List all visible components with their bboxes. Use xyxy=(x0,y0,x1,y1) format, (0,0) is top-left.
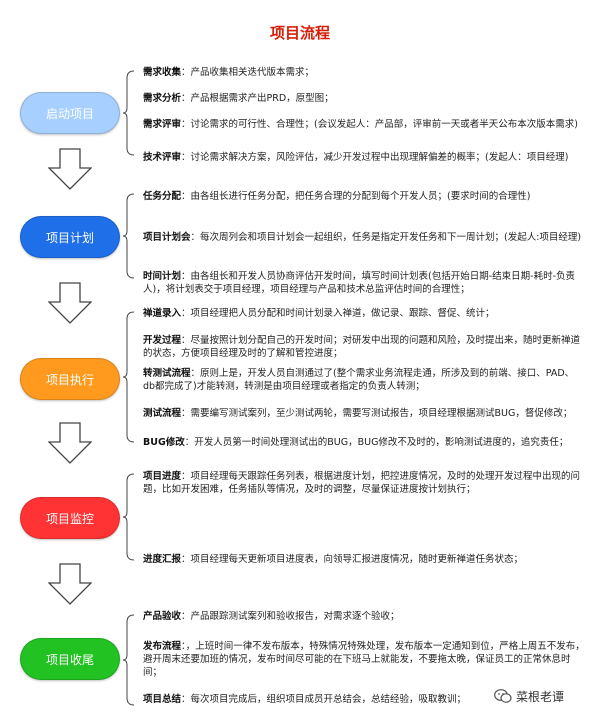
step-text: ：产品根据需求产出PRD，原型图； xyxy=(181,93,334,104)
step-text: ：项目经理每天跟踪任务列表，根据进度计划，把控进度情况，及时的处理开发过程中出现… xyxy=(143,471,581,495)
step-item: 产品验收：产品跟踪测试案列和验收报告，对需求逐个验收； xyxy=(143,610,585,623)
step-term: 发布流程 xyxy=(143,641,182,652)
step-text: ：，上班时间一律不发布版本，特殊情况特殊处理，发布版本一定通知到位，严格上周五不… xyxy=(143,641,585,678)
down-arrow-icon xyxy=(48,563,92,605)
down-arrow-icon xyxy=(48,422,92,464)
step-item: 测试流程：需要编写测试案列，至少测试两轮，需要写测试报告，项目经理根据测试BUG… xyxy=(143,407,585,420)
brace-connector xyxy=(123,614,135,706)
step-text: ：每次周列会和项目计划会一起组织，任务是指定开发任务和下一周计划；(发起人:项目… xyxy=(190,232,582,243)
stage-label: 项目监控 xyxy=(45,511,94,526)
step-text: ：原则上是，开发人员自测通过了(整个需求业务流程走通，所涉及到的前端、接口、PA… xyxy=(143,368,575,392)
step-text: ：讨论需求解决方案，风险评估，减少开发过程中出现理解偏差的概率；(发起人：项目经… xyxy=(181,152,569,163)
wechat-icon xyxy=(494,689,512,703)
step-text: ：每次项目完成后，组织项目成员开总结会，总结经验，吸取教训； xyxy=(181,694,467,705)
step-item: 项目进度：项目经理每天跟踪任务列表，根据进度计划，把控进度情况，及时的处理开发过… xyxy=(143,470,585,496)
step-text: ：讨论需求的可行性、合理性；(会议发起人：产品部，评审前一天或者半天公布本次版本… xyxy=(181,119,578,130)
stage-label: 项目执行 xyxy=(45,372,94,387)
step-term: 项目计划会 xyxy=(143,232,191,243)
step-term: 开发过程 xyxy=(143,335,182,346)
step-term: 项目进度 xyxy=(143,471,182,482)
step-item: BUG修改：开发人员第一时间处理测试出的BUG，BUG修改不及时的，影响测试进度… xyxy=(143,436,585,449)
step-term: 需求分析 xyxy=(143,93,182,104)
step-term: BUG修改 xyxy=(143,437,185,448)
step-text: ：项目经理每天更新项目进度表，向领导汇报进度情况，随时更新禅道任务状态； xyxy=(181,554,524,565)
step-text: ：项目经理把人员分配和时间计划录入禅道，做记录、跟踪、督促、统计； xyxy=(181,308,495,319)
down-arrow-icon xyxy=(48,282,92,324)
step-item: 进度汇报：项目经理每天更新项目进度表，向领导汇报进度情况，随时更新禅道任务状态； xyxy=(143,553,585,566)
stage-plan: 项目计划 xyxy=(20,216,120,258)
step-term: 时间计划 xyxy=(143,271,182,282)
step-item: 需求收集：产品收集相关迭代版本需求； xyxy=(143,66,585,79)
step-term: 项目总结 xyxy=(143,694,182,705)
brace-connector xyxy=(123,311,135,443)
page-title: 项目流程 xyxy=(269,24,330,42)
step-item: 任务分配：由各组长进行任务分配，把任务合理的分配到每个开发人员；(要求时间的合理… xyxy=(143,190,585,203)
step-item: 发布流程：，上班时间一律不发布版本，特殊情况特殊处理，发布版本一定通知到位，严格… xyxy=(143,640,585,679)
step-item: 开发过程：尽量按照计划分配自己的开发时间；对研发中出现的问题和风险，及时提出来，… xyxy=(143,334,585,360)
step-text: ：需要编写测试案列，至少测试两轮，需要写测试报告，项目经理根据测试BUG，督促修… xyxy=(181,408,573,419)
step-item: 转测试流程：原则上是，开发人员自测通过了(整个需求业务流程走通，所涉及到的前端、… xyxy=(143,367,585,393)
watermark-text: 菜根老谭 xyxy=(516,689,565,704)
down-arrow-icon xyxy=(48,148,92,190)
step-term: 需求收集 xyxy=(143,67,182,78)
step-term: 任务分配 xyxy=(143,191,182,202)
step-item: 项目计划会：每次周列会和项目计划会一起组织，任务是指定开发任务和下一周计划；(发… xyxy=(143,231,585,244)
step-item: 技术评审：讨论需求解决方案，风险评估，减少开发过程中出现理解偏差的概率；(发起人… xyxy=(143,151,585,164)
watermark: 菜根老谭 xyxy=(494,685,594,707)
step-term: 技术评审 xyxy=(143,152,182,163)
step-text: ：产品收集相关迭代版本需求； xyxy=(181,67,315,78)
step-term: 测试流程 xyxy=(143,408,182,419)
step-term: 需求评审 xyxy=(143,119,182,130)
step-text: ：尽量按照计划分配自己的开发时间；对研发中出现的问题和风险，及时提出来，随时更新… xyxy=(143,335,581,359)
step-item: 需求分析：产品根据需求产出PRD，原型图； xyxy=(143,92,585,105)
step-text: ：由各组长进行任务分配，把任务合理的分配到每个开发人员；(要求时间的合理性) xyxy=(181,191,531,202)
step-text: ：开发人员第一时间处理测试出的BUG，BUG修改不及时的，影响测试进度的，追究责… xyxy=(184,437,569,448)
stage-label: 启动项目 xyxy=(45,106,94,121)
brace-connector xyxy=(123,70,135,156)
step-term: 转测试流程 xyxy=(143,368,191,379)
stage-start: 启动项目 xyxy=(20,92,120,134)
step-text: ：产品跟踪测试案列和验收报告，对需求逐个验收； xyxy=(181,611,400,622)
brace-connector xyxy=(123,193,135,279)
brace-connector xyxy=(123,473,135,561)
step-term: 产品验收 xyxy=(143,611,182,622)
stage-execute: 项目执行 xyxy=(20,358,120,400)
step-item: 时间计划：由各组长和开发人员协商评估开发时间，填写时间计划表(包括开始日期-结束… xyxy=(143,270,585,296)
stage-monitor: 项目监控 xyxy=(20,497,120,539)
stage-label: 项目计划 xyxy=(45,230,94,245)
step-item: 禅道录入：项目经理把人员分配和时间计划录入禅道，做记录、跟踪、督促、统计； xyxy=(143,307,585,320)
step-text: ：由各组长和开发人员协商评估开发时间，填写时间计划表(包括开始日期-结束日期-耗… xyxy=(143,271,576,295)
stage-close: 项目收尾 xyxy=(20,638,120,680)
step-term: 禅道录入 xyxy=(143,308,182,319)
step-item: 需求评审：讨论需求的可行性、合理性；(会议发起人：产品部，评审前一天或者半天公布… xyxy=(143,118,585,131)
step-term: 进度汇报 xyxy=(143,554,182,565)
step-item: 项目总结：每次项目完成后，组织项目成员开总结会，总结经验，吸取教训； xyxy=(143,693,503,706)
stage-label: 项目收尾 xyxy=(45,652,94,667)
